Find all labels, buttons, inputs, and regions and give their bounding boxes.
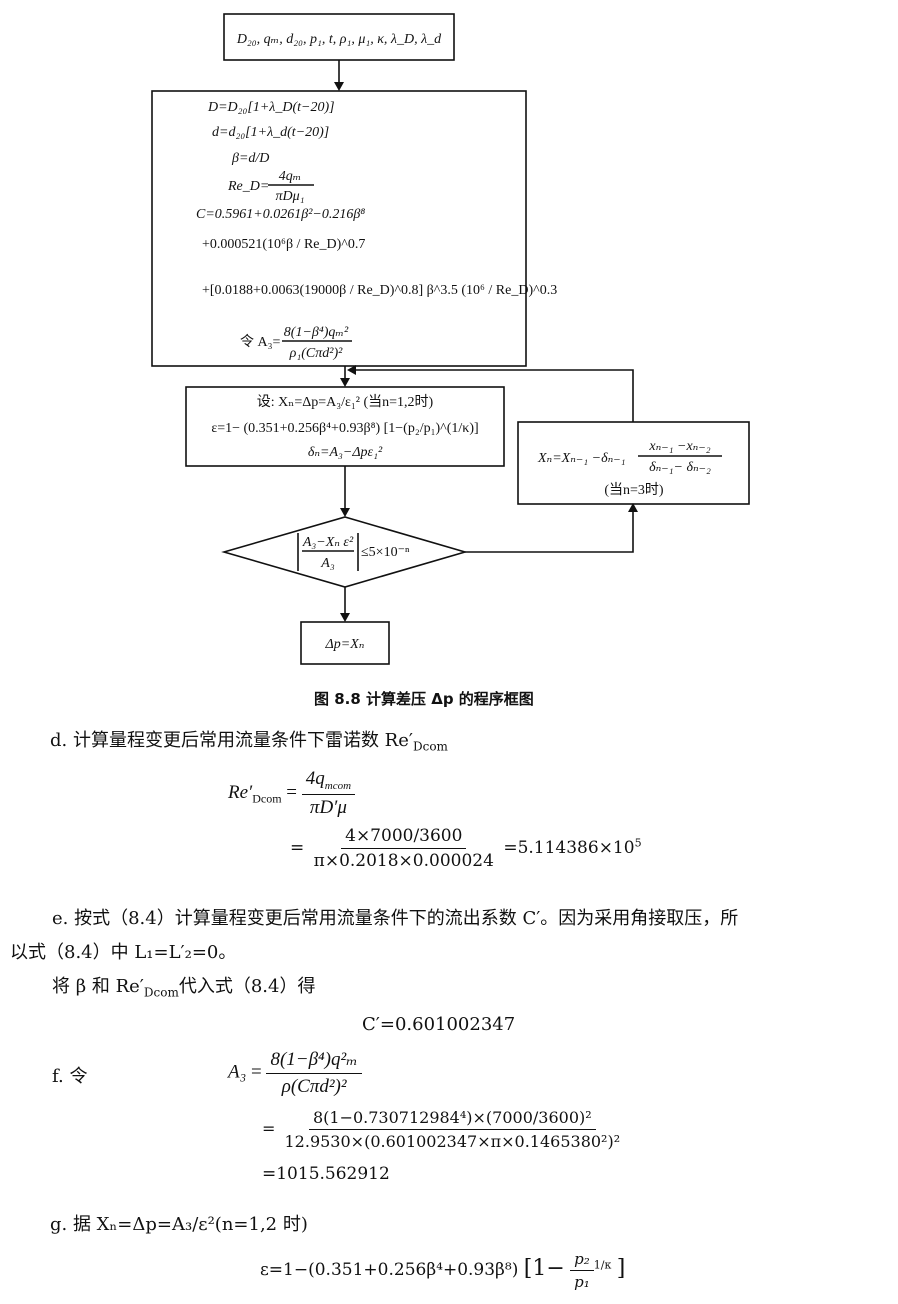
g-frac-num: p₂ (570, 1250, 594, 1271)
f-lhs: A₃ (228, 1061, 247, 1083)
f-den2: 12.9530×(0.601002347×π×0.1465380²)² (284, 1132, 621, 1151)
step-f-label: f. 令 (52, 1066, 88, 1087)
secant-line-1-lhs: Xₙ=Xₙ₋₁ −δₙ₋₁ (537, 451, 626, 466)
flow-arrowhead-loop (347, 365, 356, 375)
flow-arrowhead-2 (340, 378, 350, 387)
f-eq2-eq: = (262, 1119, 276, 1138)
eq2-exp: 5 (634, 836, 642, 850)
calc-line-1: D=D₂₀[1+λ_D(t−20)] (207, 100, 335, 115)
f-frac2: 8(1−0.730712984⁴)×(7000/3600)² 12.9530×(… (281, 1108, 625, 1151)
calc-line-3: β=d/D (231, 151, 269, 166)
eq1-num: 4q (305, 768, 325, 789)
f-num2: 8(1−0.730712984⁴)×(7000/3600)² (308, 1108, 596, 1130)
decision-rhs: ≤5×10⁻ⁿ (361, 545, 410, 560)
flow-calc-box (151, 90, 527, 367)
eq1-num-sub: mcom (324, 779, 352, 792)
secant-line-1-den: δₙ₋₁− δₙ₋₂ (649, 460, 711, 475)
step-d-label: d. 计算量程变更后常用流量条件下雷诺数 Re′ (50, 730, 413, 751)
step-e-line1: e. 按式（8.4）计算量程变更后常用流量条件下的流出系数 C′。因为采用角接取… (52, 908, 739, 929)
iter-line-1: 设: Xₙ=Δp=A₃/ε₁² (当n=1,2时) (257, 394, 434, 410)
flow-arrow-no (465, 508, 634, 553)
g-frac-den: p₁ (574, 1273, 590, 1291)
step-f-eq2: = 8(1−0.730712984⁴)×(7000/3600)² 12.9530… (262, 1108, 624, 1151)
iter-line-2: ε=1− (0.351+0.256β⁴+0.93β⁸) [1−(p₂/p₁)^(… (211, 421, 478, 436)
g-bracket-b: ] (616, 1256, 626, 1281)
figure-caption: 图 8.8 计算差压 Δp 的程序框图 (314, 690, 534, 708)
decision-den: A₃ (320, 556, 335, 571)
calc-line-8-lhs: 令 A₃= (240, 334, 280, 350)
calc-line-8-den: ρ₁(Cπd²)² (289, 346, 343, 361)
calc-line-6: +0.000521(10⁶β / Re_D)^0.7 (202, 237, 365, 252)
step-e-result: C′=0.601002347 (362, 1014, 516, 1035)
calc-line-2: d=d₂₀[1+λ_d(t−20)] (212, 125, 329, 140)
step-e-line3-sub: Dcom (143, 985, 179, 1000)
eq2-result: =5.114386×10 (503, 838, 635, 858)
step-g-text: g. 据 Xₙ=Δp=A₃/ε²(n=1,2 时) (50, 1214, 308, 1235)
step-g-eq: ε=1−(0.351+0.256β⁴+0.93β⁸) [1− p₂ p₁ 1/κ… (260, 1250, 625, 1291)
flow-loop-line (350, 369, 634, 422)
g-eq-main: ε=1−(0.351+0.256β⁴+0.93β⁸) (260, 1260, 519, 1280)
f-den1: ρ(Cπd²)² (281, 1076, 347, 1097)
step-e-line3: 将 β 和 Re′Dcom代入式（8.4）得 (52, 972, 315, 1000)
iter-line-3: δₙ=A₃−Δpε₁² (308, 445, 383, 460)
flow-arrowhead-1 (334, 82, 344, 91)
eq2-num: 4×7000/3600 (341, 826, 467, 849)
eq1-lhs: Re′ (228, 781, 253, 803)
g-bracket-a: [1− (523, 1256, 565, 1281)
eq1-lhs-sub: Dcom (252, 791, 282, 806)
step-f-result: =1015.562912 (262, 1164, 390, 1184)
step-d-eq1: Re′Dcom = 4qmcom πD′μ (228, 768, 356, 819)
flow-result-box (300, 621, 390, 665)
flowchart: D₂₀, qₘ, d₂₀, p₁, t, ρ₁, μ₁, κ, λ_D, λ_d… (151, 13, 750, 665)
calc-line-7: +[0.0188+0.0063(19000β / Re_D)^0.8] β^3.… (202, 283, 557, 298)
step-e-line2: 以式（8.4）中 L₁=L′₂=0。 (10, 942, 237, 963)
step-e-line3-b: 代入式（8.4）得 (178, 976, 316, 997)
result-text: Δp=Xₙ (325, 637, 365, 652)
flow-decision-diamond (221, 516, 468, 588)
flow-arrowhead-no (628, 503, 638, 512)
step-e-line3-a: 将 β 和 Re′ (52, 976, 144, 997)
secant-line-1-num: xₙ₋₁ −xₙ₋₂ (648, 439, 710, 454)
calc-line-4-den: πDμ₁ (275, 189, 304, 204)
eq2-frac: 4×7000/3600 π×0.2018×0.000024 (310, 826, 498, 871)
flow-arrowhead-yes (340, 613, 350, 622)
secant-line-2: (当n=3时) (604, 482, 664, 498)
step-f-eq1: A₃ = 8(1−β⁴)q²ₘ ρ(Cπd²)² (228, 1048, 362, 1098)
eq2-den: π×0.2018×0.000024 (313, 851, 494, 871)
eq1-frac: 4qmcom πD′μ (301, 768, 356, 819)
g-exp: 1/κ (593, 1258, 612, 1272)
eq2-eq: = (290, 838, 305, 858)
flow-input-text: D₂₀, qₘ, d₂₀, p₁, t, ρ₁, μ₁, κ, λ_D, λ_d (236, 32, 442, 47)
f-frac1: 8(1−β⁴)q²ₘ ρ(Cπd²)² (266, 1048, 362, 1098)
g-frac: p₂ p₁ (570, 1250, 594, 1291)
calc-line-4-num: 4qₘ (279, 169, 302, 184)
step-d-sub: Dcom (412, 739, 448, 754)
f-eq1-eq: = (250, 1061, 262, 1083)
step-d-text: d. 计算量程变更后常用流量条件下雷诺数 Re′Dcom (50, 726, 448, 754)
flow-arrowhead-3 (340, 508, 350, 517)
eq1-den: πD′μ (309, 796, 347, 818)
calc-line-8-num: 8(1−β⁴)qₘ² (284, 325, 349, 340)
step-d-eq2: = 4×7000/3600 π×0.2018×0.000024 =5.11438… (290, 826, 642, 871)
eq1-eq: = (286, 781, 297, 803)
calc-line-5: C=0.5961+0.0261β²−0.216β⁸ (196, 207, 365, 222)
f-num1: 8(1−β⁴)q²ₘ (266, 1048, 362, 1074)
decision-num: A₃−Xₙ ε² (302, 535, 354, 550)
calc-line-4-lhs: Re_D= (227, 179, 269, 194)
